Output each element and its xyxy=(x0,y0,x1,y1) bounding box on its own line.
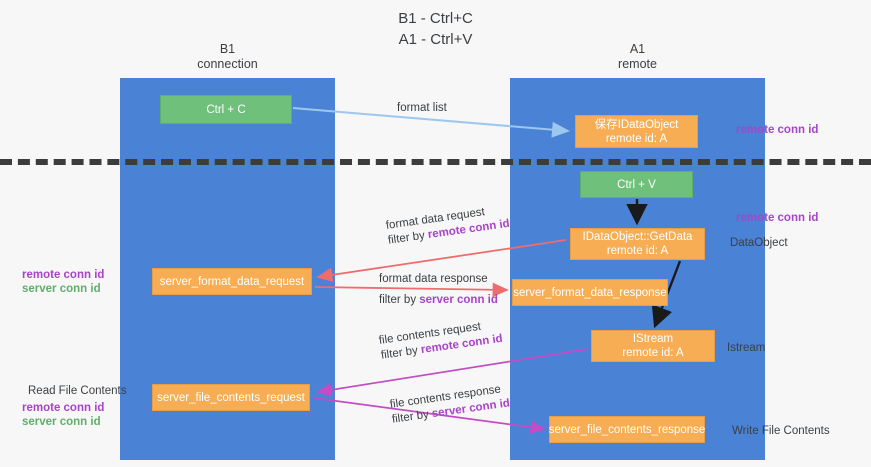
node-sfc-response-label: server_file_contents_response xyxy=(548,423,706,436)
annotation-dataobject: DataObject xyxy=(730,236,788,250)
annotation-read-file-contents: Read File Contents xyxy=(28,384,126,398)
title-line-1: B1 - Ctrl+C xyxy=(398,10,473,27)
lane-header-b1: B1 connection xyxy=(120,42,335,72)
annotation-left-remote-conn-id-1: remote conn id xyxy=(22,269,105,281)
annotation-remote-conn-id-top: remote conn id xyxy=(736,123,818,137)
edge-label-fdresp-line1: format data response xyxy=(379,273,488,285)
node-ctrl-v-line1: Ctrl + V xyxy=(617,178,656,191)
edge-label-format-list-line1: format list xyxy=(397,102,447,114)
node-ctrl-c-line1: Ctrl + C xyxy=(206,103,246,116)
node-server-format-data-response[interactable]: server_format_data_response xyxy=(512,279,668,306)
annotation-read-file-contents-text: Read File Contents xyxy=(28,385,127,397)
edge-label-format-data-response: format data response filter by server co… xyxy=(379,272,498,308)
node-idataobject[interactable]: 保存IDataObject remote id: A xyxy=(575,115,698,148)
annotation-istream-text: Istream xyxy=(727,342,766,354)
fdresp-filter-prefix: filter by xyxy=(379,294,420,306)
node-idataobject-line2: remote id: A xyxy=(605,132,668,145)
annotation-left-server-conn-id-1: server conn id xyxy=(22,283,101,295)
node-server-file-contents-request[interactable]: server_file_contents_request xyxy=(152,384,310,411)
edge-label-format-list: format list xyxy=(397,101,447,116)
title-line-2: A1 - Ctrl+V xyxy=(398,31,473,48)
annotation-dataobject-text: DataObject xyxy=(730,237,788,249)
phase-divider xyxy=(0,159,871,165)
node-sfd-request-label: server_format_data_request xyxy=(159,275,305,288)
lane-header-b1-line1: B1 xyxy=(219,42,236,56)
node-sfd-response-label: server_format_data_response xyxy=(513,286,667,299)
lane-header-a1: A1 remote xyxy=(510,42,765,72)
annotation-left-conn-ids-top: remote conn id server conn id xyxy=(22,268,104,296)
node-getdata-line2: remote id: A xyxy=(606,245,669,257)
annotation-left-conn-ids-bottom: remote conn id server conn id xyxy=(22,401,104,429)
edge-label-fdresp-line2: filter by server conn id xyxy=(379,293,498,308)
edge-file-contents-response xyxy=(313,397,546,434)
annotation-left-server-conn-id-2: server conn id xyxy=(22,416,101,428)
node-idataobject-getdata[interactable]: IDataObject::GetData remote id: A xyxy=(570,228,705,260)
annotation-istream: Istream xyxy=(727,341,765,355)
annotation-remote-conn-id-mid: remote conn id xyxy=(736,211,818,225)
annotation-left-remote-conn-id-2: remote conn id xyxy=(22,402,105,414)
edge-format-list xyxy=(292,107,570,138)
node-sfc-request-label: server_file_contents_request xyxy=(157,391,305,404)
node-ctrl-c[interactable]: Ctrl + C xyxy=(160,95,292,124)
node-ctrl-v[interactable]: Ctrl + V xyxy=(580,171,693,198)
node-idataobject-line1: 保存IDataObject xyxy=(594,118,679,131)
annotation-write-file-contents: Write File Contents xyxy=(732,424,830,438)
node-istream[interactable]: IStream remote id: A xyxy=(591,330,715,362)
annotation-write-file-contents-text: Write File Contents xyxy=(732,425,830,437)
annotation-remote-conn-id-top-text: remote conn id xyxy=(736,124,819,136)
node-istream-line2: remote id: A xyxy=(622,347,684,359)
lane-header-b1-line2: connection xyxy=(197,57,258,71)
page-title: B1 - Ctrl+C A1 - Ctrl+V xyxy=(0,8,871,50)
node-server-file-contents-response[interactable]: server_file_contents_response xyxy=(549,416,705,443)
node-istream-line1: IStream xyxy=(632,333,674,345)
edge-format-data-request xyxy=(316,239,567,282)
node-server-format-data-request[interactable]: server_format_data_request xyxy=(152,268,312,295)
edge-file-contents-request xyxy=(316,348,589,397)
lane-header-a1-line1: A1 xyxy=(629,42,646,56)
edge-format-data-response xyxy=(314,282,509,297)
lane-header-a1-line2: remote xyxy=(618,57,657,71)
fdresp-conn-id-key: server conn id xyxy=(419,294,498,306)
node-getdata-line1: IDataObject::GetData xyxy=(582,231,693,243)
annotation-remote-conn-id-mid-text: remote conn id xyxy=(736,212,819,224)
